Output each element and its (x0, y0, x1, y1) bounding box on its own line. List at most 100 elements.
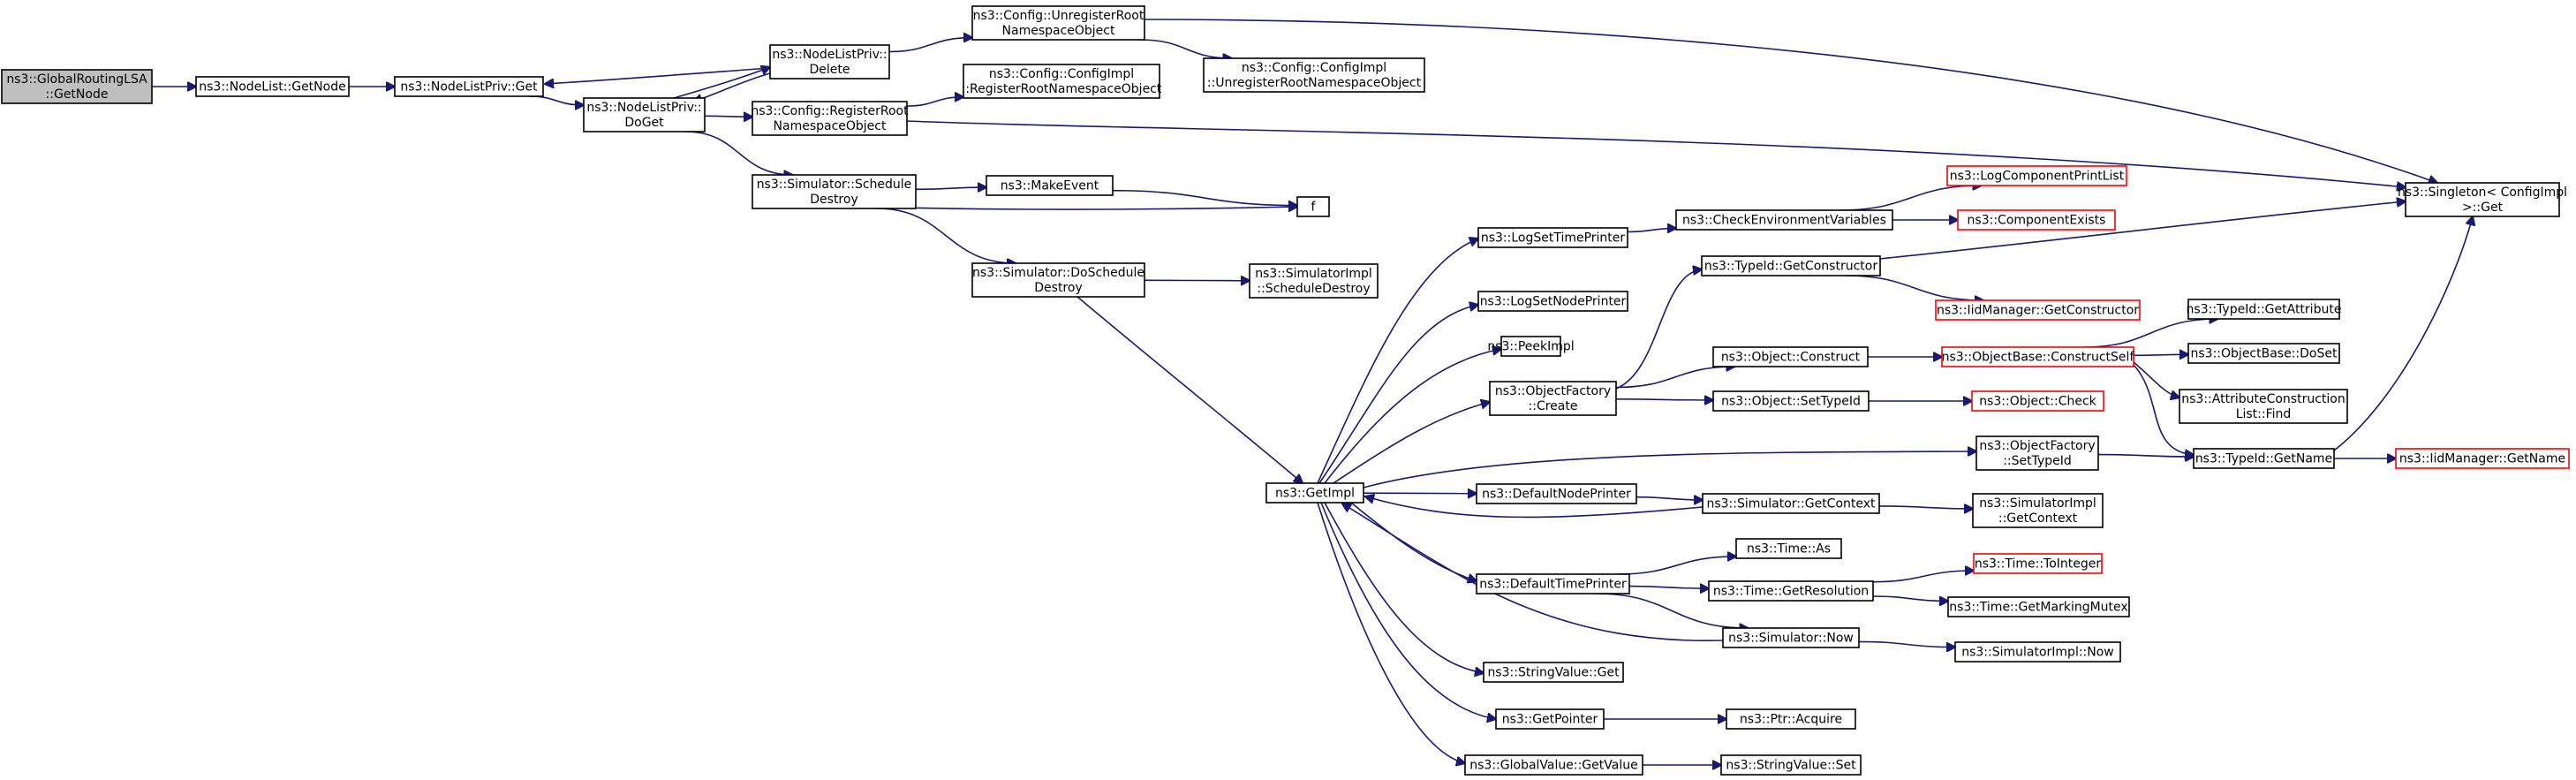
node-ns3-objectfactory-create[interactable]: ns3::ObjectFactory::Create (1489, 381, 1617, 416)
node-label: ns3::Object::SetTypeId (1721, 395, 1861, 409)
edge-n31-n44 (2083, 319, 2218, 348)
edge-line (1596, 593, 1748, 628)
node-ns3-nodelistpriv-doget[interactable]: ns3::NodeListPriv::DoGet (583, 97, 706, 133)
node-ns3-nodelistpriv-get[interactable]: ns3::NodeListPriv::Get (394, 76, 544, 97)
edge-line (1617, 557, 1736, 575)
node-ns3-time-getresolution[interactable]: ns3::Time::GetResolution (1708, 580, 1874, 602)
edge-n20-n37 (1628, 587, 1709, 589)
node-ns3-makeevent[interactable]: ns3::MakeEvent (986, 175, 1114, 196)
node-ns3-simulator-getcontext[interactable]: ns3::Simulator::GetContext (1702, 493, 1880, 514)
edge-line (1320, 502, 1496, 719)
node-box (1477, 291, 1628, 312)
node-ns3-simulatorimpl-scheduledestroy[interactable]: ns3::SimulatorImpl::ScheduleDestroy (1249, 263, 1379, 299)
node-ns3-simulatorimpl-now[interactable]: ns3::SimulatorImpl::Now (1954, 641, 2121, 663)
edge-line (1324, 349, 1501, 484)
edge-line (545, 67, 771, 84)
node-ns3-object-construct[interactable]: ns3::Object::Construct (1712, 346, 1869, 367)
node-label: ns3::TypeId::GetName (2195, 452, 2332, 466)
edge-line (704, 116, 752, 117)
node-box (1483, 662, 1624, 683)
node-ns3-getimpl[interactable]: ns3::GetImpl (1265, 482, 1364, 504)
edge-line (1878, 506, 1973, 509)
node-label: f (1311, 201, 1317, 215)
edge-n37-n39 (1872, 571, 1974, 583)
node-ns3-config-configimpl-registerrootnamespaceobject[interactable]: ns3::Config::ConfigImpl::RegisterRootNam… (962, 64, 1162, 99)
node-ns3-logsetnodeprinter[interactable]: ns3::LogSetNodePrinter (1477, 291, 1628, 312)
edge-n14-n15 (1317, 239, 1478, 484)
node-ns3-typeid-getconstructor[interactable]: ns3::TypeId::GetConstructor (1701, 255, 1881, 276)
node-ns3-objectfactory-settypeid[interactable]: ns3::ObjectFactory::SetTypeId (1975, 435, 2099, 471)
edge-n34-n35 (1878, 506, 1973, 509)
node-label: ns3::Object::Construct (1721, 351, 1861, 365)
node-box (1954, 641, 2121, 663)
node-ns3-object-check[interactable]: ns3::Object::Check (1971, 390, 2104, 412)
node-label: Delete (810, 63, 850, 77)
edge-n14-n18 (1333, 402, 1490, 484)
node-label: NamespaceObject (774, 119, 887, 133)
edge-n24-n25 (1839, 186, 1981, 211)
node-ns3-time-as[interactable]: ns3::Time::As (1735, 538, 1842, 559)
node-box (1489, 381, 1617, 416)
node-ns3-peekimpl[interactable]: ns3::PeekImpl (1487, 336, 1575, 357)
node-ns3-simulator-now[interactable]: ns3::Simulator::Now (1722, 627, 1860, 648)
node-box (1495, 708, 1605, 730)
node-ns3-config-configimpl-unregisterrootnamespaceobject[interactable]: ns3::Config::ConfigImpl::UnregisterRootN… (1203, 57, 1425, 93)
node-ns3-defaultnodeprinter[interactable]: ns3::DefaultNodePrinter (1476, 483, 1637, 504)
node-ns3-ptr-acquire[interactable]: ns3::Ptr::Acquire (1726, 708, 1856, 730)
node-ns3-objectbase-constructself[interactable]: ns3::ObjectBase::ConstructSelf (1941, 346, 2135, 367)
edge-line (1318, 305, 1478, 484)
edge-n27-n30 (1845, 275, 1984, 300)
node-label: ns3::Simulator::DoSchedule (972, 266, 1144, 280)
node-ns3-config-unregisterrootnamespaceobject[interactable]: ns3::Config::UnregisterRootNamespaceObje… (971, 5, 1145, 41)
node-box (1203, 57, 1425, 93)
node-ns3-stringvalue-set[interactable]: ns3::StringValue::Set (1720, 754, 1862, 776)
node-f[interactable]: f (1296, 196, 1330, 217)
node-ns3-defaulttimeprinter[interactable]: ns3::DefaultTimePrinter (1476, 573, 1630, 594)
node-label: ns3::Time::ToInteger (1975, 557, 2102, 572)
node-ns3-typeid-getattribute[interactable]: ns3::TypeId::GetAttribute (2187, 299, 2342, 320)
node-ns3-nodelist-getnode[interactable]: ns3::NodeList::GetNode (195, 76, 350, 97)
edge-n14-n33 (1363, 451, 1976, 488)
edge-line (1317, 239, 1478, 484)
edge-line (1628, 587, 1709, 589)
node-label: ns3::StringValue::Get (1487, 666, 1620, 680)
edge-line (693, 72, 771, 102)
edge-n3-n9 (685, 131, 793, 175)
node-ns3-typeid-getname[interactable]: ns3::TypeId::GetName (2193, 448, 2335, 469)
node-ns3-componentexists[interactable]: ns3::ComponentExists (1957, 209, 2116, 231)
edge-n14-n21 (1324, 502, 1484, 673)
node-ns3-logcomponentprintlist[interactable]: ns3::LogComponentPrintList (1946, 165, 2127, 186)
edge-n14-n22 (1320, 502, 1496, 719)
node-label: ns3::LogSetTimePrinter (1481, 231, 1626, 246)
node-ns3-objectbase-doset[interactable]: ns3::ObjectBase::DoSet (2187, 343, 2340, 364)
node-ns3-config-registerrootnamespaceobject[interactable]: ns3::Config::RegisterRootNamespaceObject (751, 101, 909, 136)
node-ns3-time-getmarkingmutex[interactable]: ns3::Time::GetMarkingMutex (1947, 596, 2130, 617)
node-ns3-iidmanager-getconstructor[interactable]: ns3::IidManager::GetConstructor (1935, 299, 2141, 321)
node-box (1476, 573, 1630, 594)
node-label: ns3::Config::ConfigImpl (989, 67, 1134, 81)
node-ns3-time-tointeger[interactable]: ns3::Time::ToInteger (1973, 553, 2103, 574)
node-ns3-stringvalue-get[interactable]: ns3::StringValue::Get (1483, 662, 1624, 683)
edge-n34-n14 (1365, 496, 1703, 519)
node-ns3-object-settypeid[interactable]: ns3::Object::SetTypeId (1712, 390, 1870, 412)
node-label: ns3::Simulator::GetContext (1706, 497, 1876, 511)
node-ns3-getpointer[interactable]: ns3::GetPointer (1495, 708, 1605, 730)
node-ns3-globalroutinglsa-getnode[interactable]: ns3::GlobalRoutingLSA::GetNode (1, 69, 153, 104)
node-ns3-nodelistpriv-delete[interactable]: ns3::NodeListPriv::Delete (769, 44, 890, 80)
edge-line (1879, 201, 2406, 260)
node-label: ns3::Simulator::Now (1728, 632, 1854, 646)
node-label: ns3::GlobalValue::GetValue (1469, 759, 1637, 773)
node-ns3-checkenvironmentvariables[interactable]: ns3::CheckEnvironmentVariables (1675, 209, 1893, 231)
node-label: ns3::NodeListPriv:: (586, 101, 701, 115)
edge-n20-n36 (1617, 557, 1736, 575)
node-ns3-logsettimeprinter[interactable]: ns3::LogSetTimePrinter (1477, 227, 1628, 248)
edge-line (2333, 216, 2473, 451)
node-label: ::UnregisterRootNamespaceObject (1207, 76, 1422, 90)
node-ns3-globalvalue-getvalue[interactable]: ns3::GlobalValue::GetValue (1464, 754, 1643, 776)
node-ns3-iidmanager-getname[interactable]: ns3::IidManager::GetName (2395, 448, 2570, 469)
node-ns3-simulator-scheduledestroy[interactable]: ns3::Simulator::ScheduleDestroy (752, 174, 917, 209)
node-ns3-simulatorimpl-getcontext[interactable]: ns3::SimulatorImpl::GetContext (1972, 493, 2104, 528)
node-ns3-singleton-configimpl-get[interactable]: ns3::Singleton< ConfigImpl >::Get (2398, 182, 2567, 217)
